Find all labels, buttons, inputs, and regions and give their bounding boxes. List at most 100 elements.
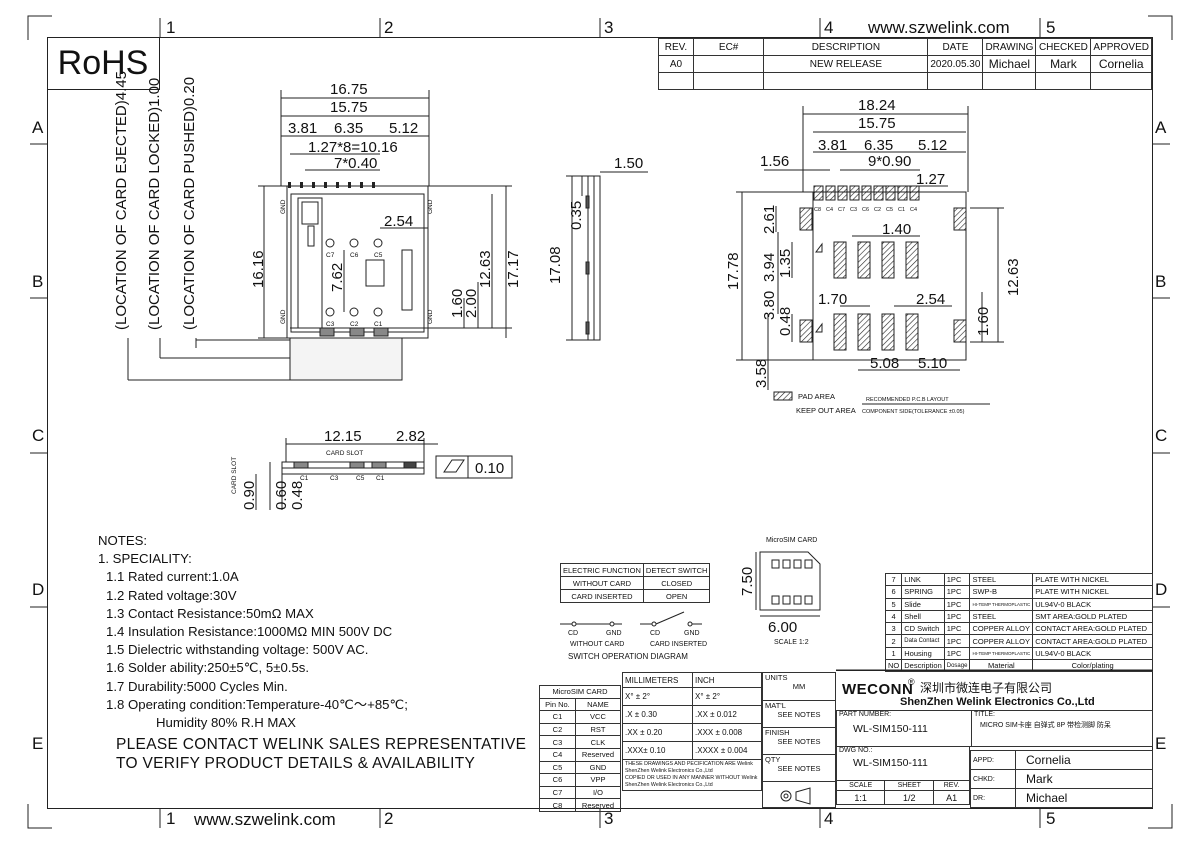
zone-letter: D bbox=[32, 580, 45, 599]
pin-table-cell: CLK bbox=[574, 735, 622, 749]
dr-name: Michael bbox=[1015, 788, 1153, 808]
zone-number: 3 bbox=[604, 18, 614, 37]
bom-cell: 1PC bbox=[943, 597, 971, 611]
title-label: TITLE: bbox=[974, 711, 996, 719]
note-item: 1.6 Solder ability:250±5℃, 5±0.5s. bbox=[106, 660, 310, 676]
pin-table-cell: C4 bbox=[539, 747, 576, 762]
bom-cell: UL94V-0 BLACK bbox=[1032, 646, 1153, 661]
pin-label: C3 bbox=[326, 321, 335, 328]
dim-label: 3.94 bbox=[761, 253, 778, 282]
dim-label: 1.50 bbox=[614, 155, 643, 172]
dwg-label: DWG NO.: bbox=[839, 747, 873, 755]
bom-cell: 1PC bbox=[943, 622, 971, 636]
pin-table-cell: C6 bbox=[539, 773, 576, 787]
dim-label: 7*0.40 bbox=[334, 155, 377, 172]
dim-label: 1.60 bbox=[449, 289, 466, 318]
bom-cell: COPPER ALLOY bbox=[969, 622, 1034, 636]
switch-label: GND bbox=[684, 630, 700, 637]
bom-cell: LINK bbox=[901, 572, 945, 587]
dim-label: 1.27*8=10.16 bbox=[308, 139, 398, 156]
switch-diagram bbox=[560, 611, 702, 627]
dim-label: 5.10 bbox=[918, 355, 947, 372]
pin-table-cell: C5 bbox=[539, 760, 576, 775]
bom-cell: 1 bbox=[884, 646, 903, 661]
dim-label: 17.08 bbox=[547, 246, 564, 284]
dim-label: 1.35 bbox=[777, 249, 794, 278]
dim-label: 1.60 bbox=[975, 307, 992, 336]
dim-label: 2.54 bbox=[916, 291, 945, 308]
pin-label: C6 bbox=[350, 252, 359, 259]
dim-label: 2.61 bbox=[761, 205, 778, 234]
switch-label: CD bbox=[568, 630, 578, 637]
matl-value: SEE NOTES bbox=[777, 710, 821, 719]
bom-cell: 7 bbox=[884, 572, 903, 587]
pin-table-header: NAME bbox=[574, 697, 622, 712]
zone-letter: B bbox=[1155, 272, 1167, 291]
units-label: UNITS bbox=[765, 673, 788, 683]
bom-cell: SWP-B bbox=[969, 585, 1034, 599]
switch-label: CD bbox=[650, 630, 660, 637]
notes-title: NOTES: bbox=[98, 533, 148, 548]
website-link-top[interactable]: www.szwelink.com bbox=[868, 18, 1010, 37]
dim-label: 2.54 bbox=[384, 213, 413, 230]
disclaimer-line: THESE DRAWINGS AND PECIFICATION ARE Weli… bbox=[625, 761, 753, 767]
dim-label: 9*0.90 bbox=[868, 153, 911, 170]
bom-cell: 2 bbox=[884, 634, 903, 648]
pin-table-cell: C8 bbox=[539, 798, 576, 812]
dim-label: 3.81 bbox=[288, 120, 317, 137]
pin-table-title: MicroSIM CARD bbox=[539, 685, 621, 699]
pin-table-cell: C1 bbox=[539, 710, 576, 724]
bom-cell: SPRING bbox=[901, 585, 945, 599]
side-view bbox=[566, 171, 648, 341]
tolerance-label: COMPONENT SIDE(TOLERANCE ±0.05) bbox=[862, 409, 965, 415]
disclaimer-line: ShenZhen Welink Electronics Co.,Ltd bbox=[625, 782, 713, 788]
dim-label: 7.50 bbox=[739, 567, 756, 596]
pad-area-label: PAD AREA bbox=[798, 392, 835, 401]
bom-header: Color/plating bbox=[1032, 659, 1153, 673]
switch-table-cell: OPEN bbox=[642, 589, 711, 603]
disclaimer: THESE DRAWINGS AND PECIFICATION ARE Weli… bbox=[622, 759, 762, 791]
zone-number: 5 bbox=[1046, 809, 1056, 828]
registered-mark: ® bbox=[908, 677, 915, 687]
switch-table-cell: WITHOUT CARD bbox=[560, 576, 644, 590]
bom-cell: COPPER ALLOY bbox=[969, 634, 1034, 648]
brand-logo: WECONN bbox=[842, 681, 914, 698]
pcb-layout-label: RECOMMENDED P.C.B LAYOUT bbox=[866, 397, 949, 403]
zone-letter: B bbox=[32, 272, 44, 291]
dim-label: 12.63 bbox=[1005, 258, 1022, 296]
note-item: 1.4 Insulation Resistance:1000MΩ MIN 500… bbox=[106, 624, 393, 640]
part-number-label: PART NUMBER: bbox=[839, 711, 892, 719]
pin-table-cell: RST bbox=[574, 722, 622, 737]
dim-label: 18.24 bbox=[858, 97, 896, 114]
dim-label: 3.80 bbox=[761, 291, 778, 320]
bom-cell: PLATE WITH NICKEL bbox=[1032, 585, 1153, 599]
bom-cell: CONTACT AREA:GOLD PLATED bbox=[1032, 634, 1153, 648]
bom-cell: 5 bbox=[884, 597, 903, 611]
website-link-bottom[interactable]: www.szwelink.com bbox=[194, 810, 336, 829]
contact-notice: PLEASE CONTACT WELINK SALES REPRESENTATI… bbox=[116, 735, 526, 773]
switch-table-header: ELECTRIC FUNCTION bbox=[560, 563, 644, 577]
tolerance-cell: .X ± 0.30 bbox=[621, 705, 694, 724]
chkd-name: Mark bbox=[1015, 769, 1153, 789]
dim-label: 3.58 bbox=[753, 359, 770, 388]
approval-table: APPD:Cornelia CHKD:Mark DR:Michael bbox=[970, 750, 1153, 808]
bom-cell: UL94V-0 BLACK bbox=[1032, 597, 1153, 611]
zone-letter: A bbox=[32, 118, 44, 137]
sheet-value: 1/2 bbox=[884, 790, 935, 805]
bom-cell: 3 bbox=[884, 622, 903, 636]
qty-value: SEE NOTES bbox=[777, 764, 821, 773]
microsim-card-title: MicroSIM CARD bbox=[766, 537, 817, 544]
pin-label: C3 bbox=[850, 207, 857, 213]
bom-cell: HI-TEMP THERMOPLASTIC bbox=[969, 597, 1034, 611]
pin-label: C8 bbox=[814, 207, 821, 213]
dim-label: 1.40 bbox=[882, 221, 911, 238]
location-locked-label: (LOCATION OF CARD LOCKED)1.00 bbox=[146, 78, 163, 330]
scale-label: SCALE 1:2 bbox=[774, 639, 809, 646]
pin-label: C4 bbox=[910, 207, 917, 213]
dwg-table: DWG NO.: WL-SIM150-111 SCALE SHEET REV. … bbox=[835, 746, 970, 805]
bom-cell: 4 bbox=[884, 609, 903, 624]
dim-label: 5.12 bbox=[389, 120, 418, 137]
bom-cell: STEEL bbox=[969, 572, 1034, 587]
dim-label: 15.75 bbox=[858, 115, 896, 132]
